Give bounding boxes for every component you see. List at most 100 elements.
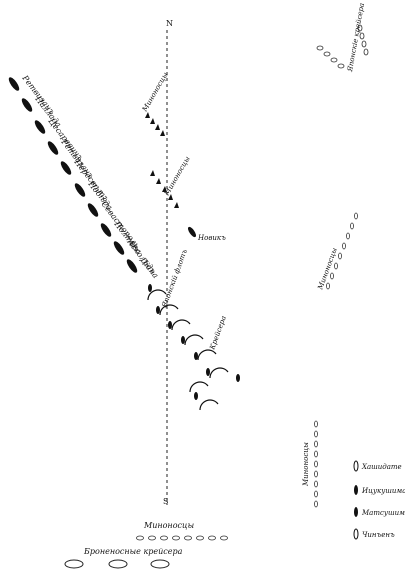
- north-label: N: [166, 19, 173, 28]
- destroyer-icon: [168, 194, 173, 200]
- cruiser-arc: [184, 334, 204, 346]
- cruiser-arc: [199, 399, 219, 411]
- cruiser-arc: [209, 367, 229, 379]
- ship-icon: [34, 120, 46, 134]
- ship-icon: [314, 470, 318, 478]
- ship-icon: [314, 440, 318, 448]
- legend-label: Чинъенъ: [362, 531, 395, 539]
- ship-icon: [108, 559, 128, 569]
- armored-cruiser-row: [64, 559, 170, 569]
- ship-icon: [326, 282, 330, 290]
- ship-icon: [350, 222, 354, 230]
- ship-icon: [160, 535, 168, 541]
- ship-icon: [150, 559, 170, 569]
- destroyer-icon: [162, 186, 167, 192]
- legend-label: Матсушима: [361, 509, 405, 517]
- ship-icon: [236, 374, 240, 382]
- ship-icon: [126, 259, 138, 273]
- ship-icon: [314, 460, 318, 468]
- ship-icon: [338, 252, 342, 260]
- ship-icon: [334, 262, 338, 270]
- ship-icon: [342, 242, 346, 250]
- ship-icon: [337, 63, 345, 69]
- armored-cruisers-label: Броненосные крейсера: [83, 547, 183, 556]
- destroyer-icon: [174, 202, 179, 208]
- ship-icon: [87, 203, 99, 217]
- ship-icon: [100, 223, 112, 237]
- ship-icon: [113, 241, 125, 255]
- japanese-cruiser-hulls: [148, 284, 240, 400]
- japanese-cruiser-group-top-right: [316, 24, 369, 69]
- novik-ship-icon: [187, 226, 197, 238]
- japanese-cruiser-formation: [147, 289, 229, 411]
- destroyer-icon: [160, 130, 165, 136]
- ship-icon: [363, 48, 369, 56]
- ship-icon: [74, 183, 86, 197]
- legend-icon: [353, 460, 359, 472]
- ship-icon: [8, 77, 20, 91]
- destroyer-group-right-lower: [314, 420, 318, 508]
- destroyer-group-label: Миноносцы: [140, 71, 169, 114]
- legend-icon: [354, 485, 358, 495]
- ship-icon: [361, 40, 367, 48]
- destroyer-icon: [145, 112, 150, 118]
- battleship-labels: Ретвизанъ Паллада Цесаревичъ Ретвизанъ П…: [20, 73, 161, 280]
- ship-icon: [323, 51, 331, 57]
- ship-icon: [314, 500, 318, 508]
- destroyer-icon: [155, 124, 160, 130]
- ship-icon: [196, 535, 204, 541]
- ship-icon: [194, 392, 198, 400]
- ship-icon: [314, 480, 318, 488]
- cruiser-arc: [159, 304, 179, 316]
- legend: Хашидате Ицукушима Матсушима Чинъенъ: [353, 460, 405, 540]
- ship-icon: [64, 559, 84, 569]
- ship-icon: [156, 306, 160, 314]
- legend-icon: [353, 528, 359, 540]
- destroyer-icon: [150, 170, 155, 176]
- destroyer-group-novik: [150, 170, 179, 208]
- bottom-destroyers-label: Миноносцы: [143, 521, 194, 530]
- ship-icon: [314, 450, 318, 458]
- ship-icon: [181, 336, 185, 344]
- legend-label: Ицукушима: [361, 487, 405, 495]
- destroyer-group-right: [326, 212, 358, 290]
- cruiser-arc: [171, 319, 191, 331]
- bottom-destroyer-row: [136, 535, 228, 541]
- novik-label: Новикъ: [197, 234, 226, 242]
- cruiser-arc: [147, 289, 167, 301]
- ship-icon: [357, 24, 363, 32]
- ship-icon: [314, 430, 318, 438]
- ship-icon: [346, 232, 350, 240]
- legend-label: Хашидате: [361, 463, 402, 471]
- ship-icon: [206, 368, 210, 376]
- ship-icon: [220, 535, 228, 541]
- japanese-cruisers-label: Японскіе крейсера: [346, 2, 366, 73]
- destroyer-group-top: [145, 112, 165, 136]
- cruiser-arc: [189, 381, 209, 393]
- ship-icon: [316, 45, 324, 51]
- ship-icon: [208, 535, 216, 541]
- ship-icon: [168, 321, 172, 329]
- ship-icon: [136, 535, 144, 541]
- legend-icon: [354, 507, 358, 517]
- ship-icon: [330, 57, 338, 63]
- cruiser-group-label: Крейсера: [208, 315, 228, 352]
- japanese-fleet-label: Японскій флотъ: [160, 248, 189, 310]
- ship-icon: [314, 420, 318, 428]
- ship-icon: [314, 490, 318, 498]
- destroyer-icon: [156, 178, 161, 184]
- ship-icon: [359, 32, 365, 40]
- ship-icon: [194, 352, 198, 360]
- destroyer-group-label: Миноносцы: [302, 442, 310, 487]
- ship-icon: [60, 161, 72, 175]
- ship-icon: [330, 272, 334, 280]
- ship-icon: [354, 212, 358, 220]
- ship-icon: [148, 535, 156, 541]
- ship-icon: [47, 141, 59, 155]
- ship-icon: [21, 98, 33, 112]
- ship-icon: [184, 535, 192, 541]
- south-label: S: [163, 497, 168, 506]
- russian-battleship-column: [8, 77, 138, 273]
